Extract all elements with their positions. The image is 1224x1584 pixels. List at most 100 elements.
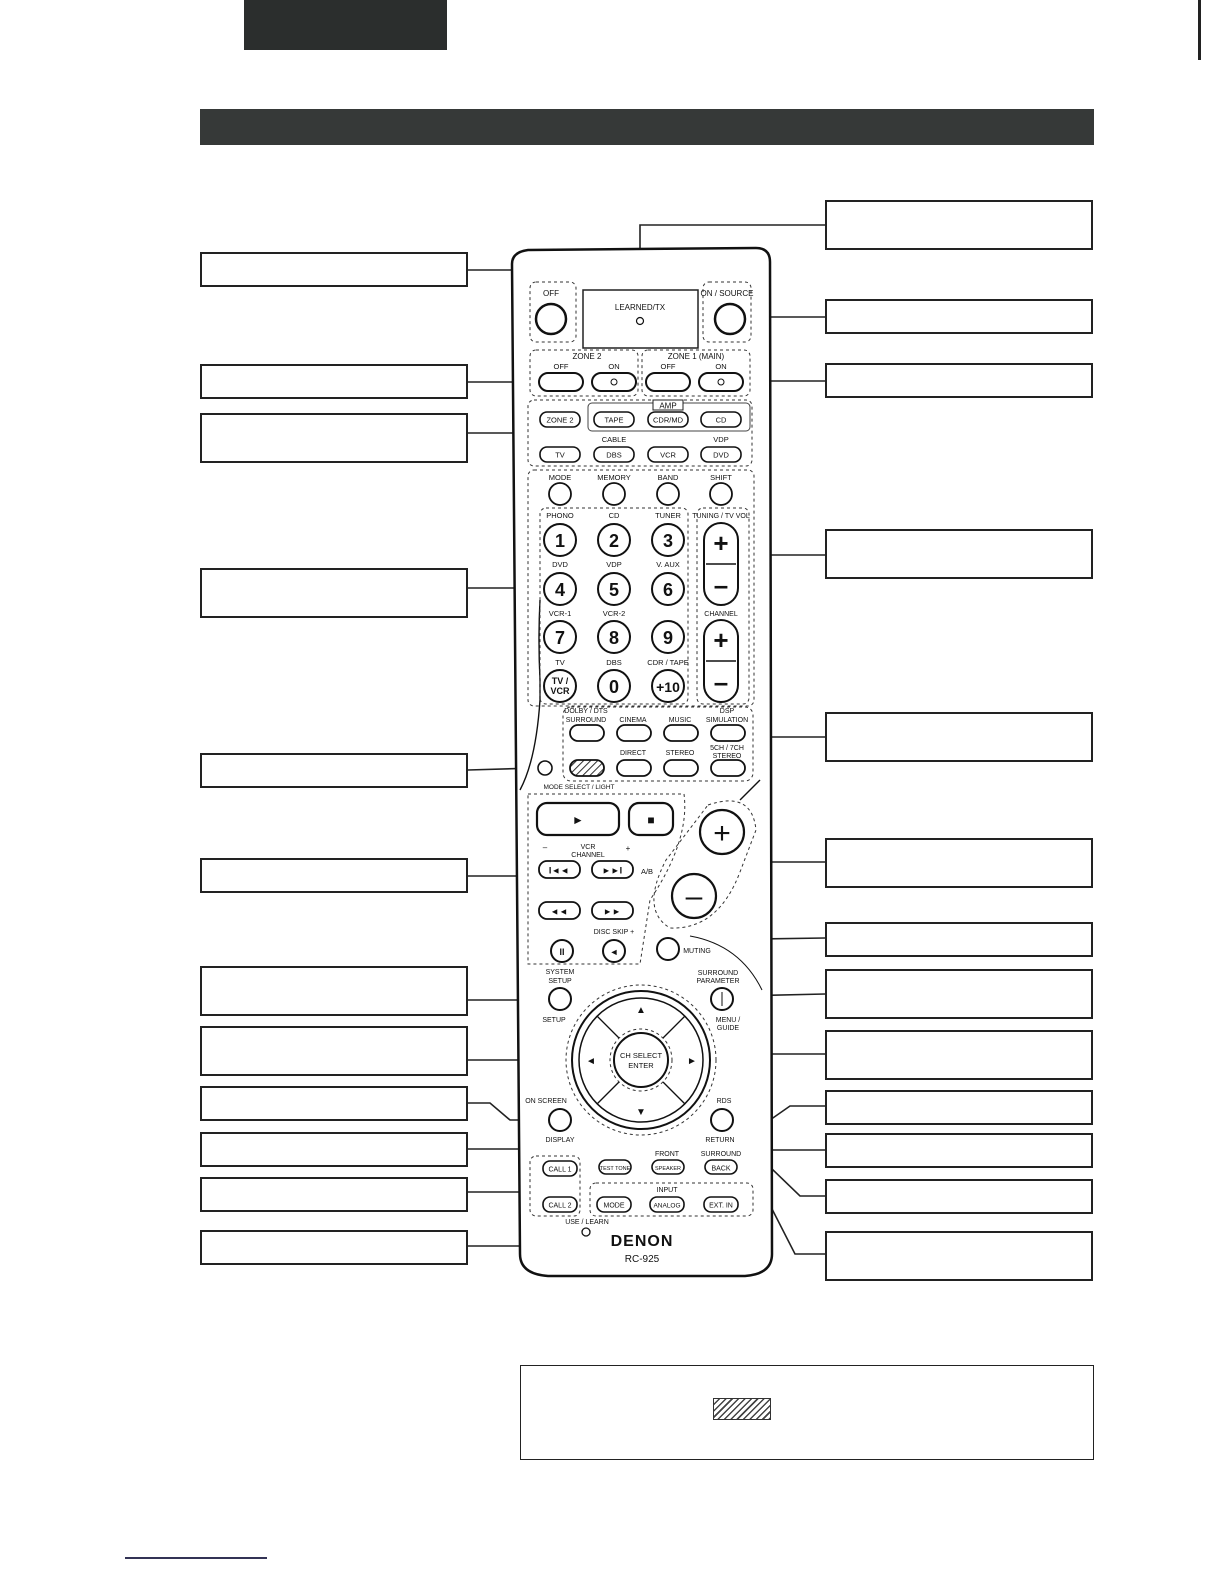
source-row1: ZONE 2 TAPE CDR/MD CD — [539, 411, 742, 428]
dsp-simulation-button[interactable] — [710, 724, 746, 742]
cinema-label: CINEMA — [619, 717, 647, 724]
skip-back-button[interactable] — [538, 860, 581, 879]
fast-forward-button[interactable] — [591, 901, 634, 920]
zone2-on-button[interactable] — [591, 372, 637, 392]
stop-button[interactable] — [627, 801, 675, 837]
key-2[interactable] — [597, 523, 631, 557]
system-label: SYSTEM — [546, 969, 575, 976]
function-keys: MODE MEMORY BAND SHIFT — [548, 473, 733, 506]
volume-up-button[interactable] — [698, 808, 746, 856]
key-4[interactable] — [543, 572, 577, 606]
surround-back-button[interactable] — [704, 1159, 738, 1175]
key-7[interactable] — [543, 620, 577, 654]
cdr-md-button[interactable] — [647, 411, 689, 428]
dolby-dts-button[interactable] — [569, 724, 605, 742]
system-setup-button[interactable] — [548, 987, 572, 1011]
tv-button[interactable] — [539, 446, 581, 463]
page-edge-rule — [1198, 0, 1201, 60]
zone1-off-button[interactable] — [645, 372, 691, 392]
key-5[interactable] — [597, 572, 631, 606]
dsp-label: DSP — [720, 708, 735, 715]
key-8[interactable] — [597, 620, 631, 654]
band-key[interactable] — [656, 482, 680, 506]
note-box — [520, 1365, 1094, 1460]
band-key-label: BAND — [658, 473, 679, 482]
hatched-button[interactable] — [569, 759, 605, 777]
cursor-up-button[interactable]: ▲ — [636, 1005, 646, 1016]
key-9-label: 9 — [663, 628, 673, 648]
callout-use-learn — [200, 1230, 468, 1265]
memory-key[interactable] — [602, 482, 626, 506]
play-button[interactable] — [535, 801, 621, 837]
cd-button[interactable] — [700, 411, 742, 428]
volume-up-icon: + — [713, 817, 731, 850]
key-4-label: 4 — [555, 580, 565, 600]
disc-skip-button[interactable] — [602, 939, 626, 963]
zone1-on-label: ON — [715, 362, 726, 371]
mode-select-light-button[interactable] — [537, 760, 553, 776]
music-label: MUSIC — [669, 717, 692, 724]
zone2-source-button[interactable] — [539, 411, 581, 428]
pause-button[interactable] — [550, 939, 574, 963]
vcr-channel-plus: + — [626, 844, 631, 853]
on-source-button[interactable] — [713, 302, 747, 336]
volume-down-button[interactable] — [670, 872, 718, 920]
surround-label: SURROUND — [566, 717, 606, 724]
cinema-button[interactable] — [616, 724, 652, 742]
analog-button[interactable] — [649, 1196, 685, 1213]
music-button[interactable] — [663, 724, 699, 742]
ch-select-label: CH SELECT — [620, 1051, 663, 1060]
key-3[interactable] — [651, 523, 685, 557]
channel-up-icon: + — [713, 625, 728, 655]
rewind-button[interactable] — [538, 901, 581, 920]
group-surround — [562, 706, 754, 782]
stereo-button[interactable] — [663, 759, 699, 777]
mode-key[interactable] — [548, 482, 572, 506]
cursor-right-button[interactable]: ► — [687, 1056, 697, 1067]
key-plus10-label: +10 — [656, 679, 680, 695]
shift-key[interactable] — [709, 482, 733, 506]
zone2-off-button[interactable] — [538, 372, 584, 392]
key-tv-vcr[interactable] — [543, 669, 577, 703]
callout-on-source — [825, 299, 1093, 334]
key-9[interactable] — [651, 620, 685, 654]
shift-key-label: SHIFT — [710, 473, 732, 482]
callout-zone1 — [825, 363, 1093, 398]
key-6[interactable] — [651, 572, 685, 606]
key-plus10[interactable] — [651, 669, 685, 703]
tape-button[interactable] — [593, 411, 635, 428]
on-screen-display-button[interactable] — [548, 1108, 572, 1132]
dvd-button[interactable] — [700, 446, 742, 463]
use-learn-switch[interactable] — [581, 1227, 591, 1237]
ch5-7-stereo-button[interactable] — [710, 759, 746, 777]
cursor-left-button[interactable]: ◄ — [586, 1056, 596, 1067]
skip-back-icon: I◄◄ — [549, 866, 569, 876]
input-mode-button[interactable] — [596, 1196, 632, 1213]
key-0[interactable] — [597, 669, 631, 703]
test-tone-button[interactable] — [598, 1159, 632, 1175]
cursor-down-button[interactable]: ▼ — [636, 1107, 646, 1118]
amp-tag — [652, 399, 684, 411]
zone2-on-label: ON — [608, 362, 619, 371]
front-speaker-button[interactable] — [651, 1159, 685, 1175]
vcr-button[interactable] — [647, 446, 689, 463]
enter-button[interactable] — [613, 1032, 669, 1088]
off-button[interactable] — [534, 302, 568, 336]
call1-label: CALL 1 — [548, 1167, 571, 1174]
direct-label: DIRECT — [620, 750, 647, 757]
skip-forward-button[interactable] — [591, 860, 634, 879]
call1-button[interactable] — [542, 1160, 578, 1177]
dbs-button[interactable] — [593, 446, 635, 463]
muting-button[interactable] — [656, 937, 680, 961]
direct-button[interactable] — [616, 759, 652, 777]
group-input — [589, 1182, 754, 1217]
rds-return-button[interactable] — [710, 1108, 734, 1132]
cursor-divider-se — [662, 1081, 686, 1105]
dvd-key-label: DVD — [552, 560, 568, 569]
channel-down-icon: – — [714, 667, 728, 697]
key-1[interactable] — [543, 523, 577, 557]
ext-in-button[interactable] — [703, 1196, 739, 1213]
zone1-on-button[interactable] — [698, 372, 744, 392]
call2-button[interactable] — [542, 1196, 578, 1213]
